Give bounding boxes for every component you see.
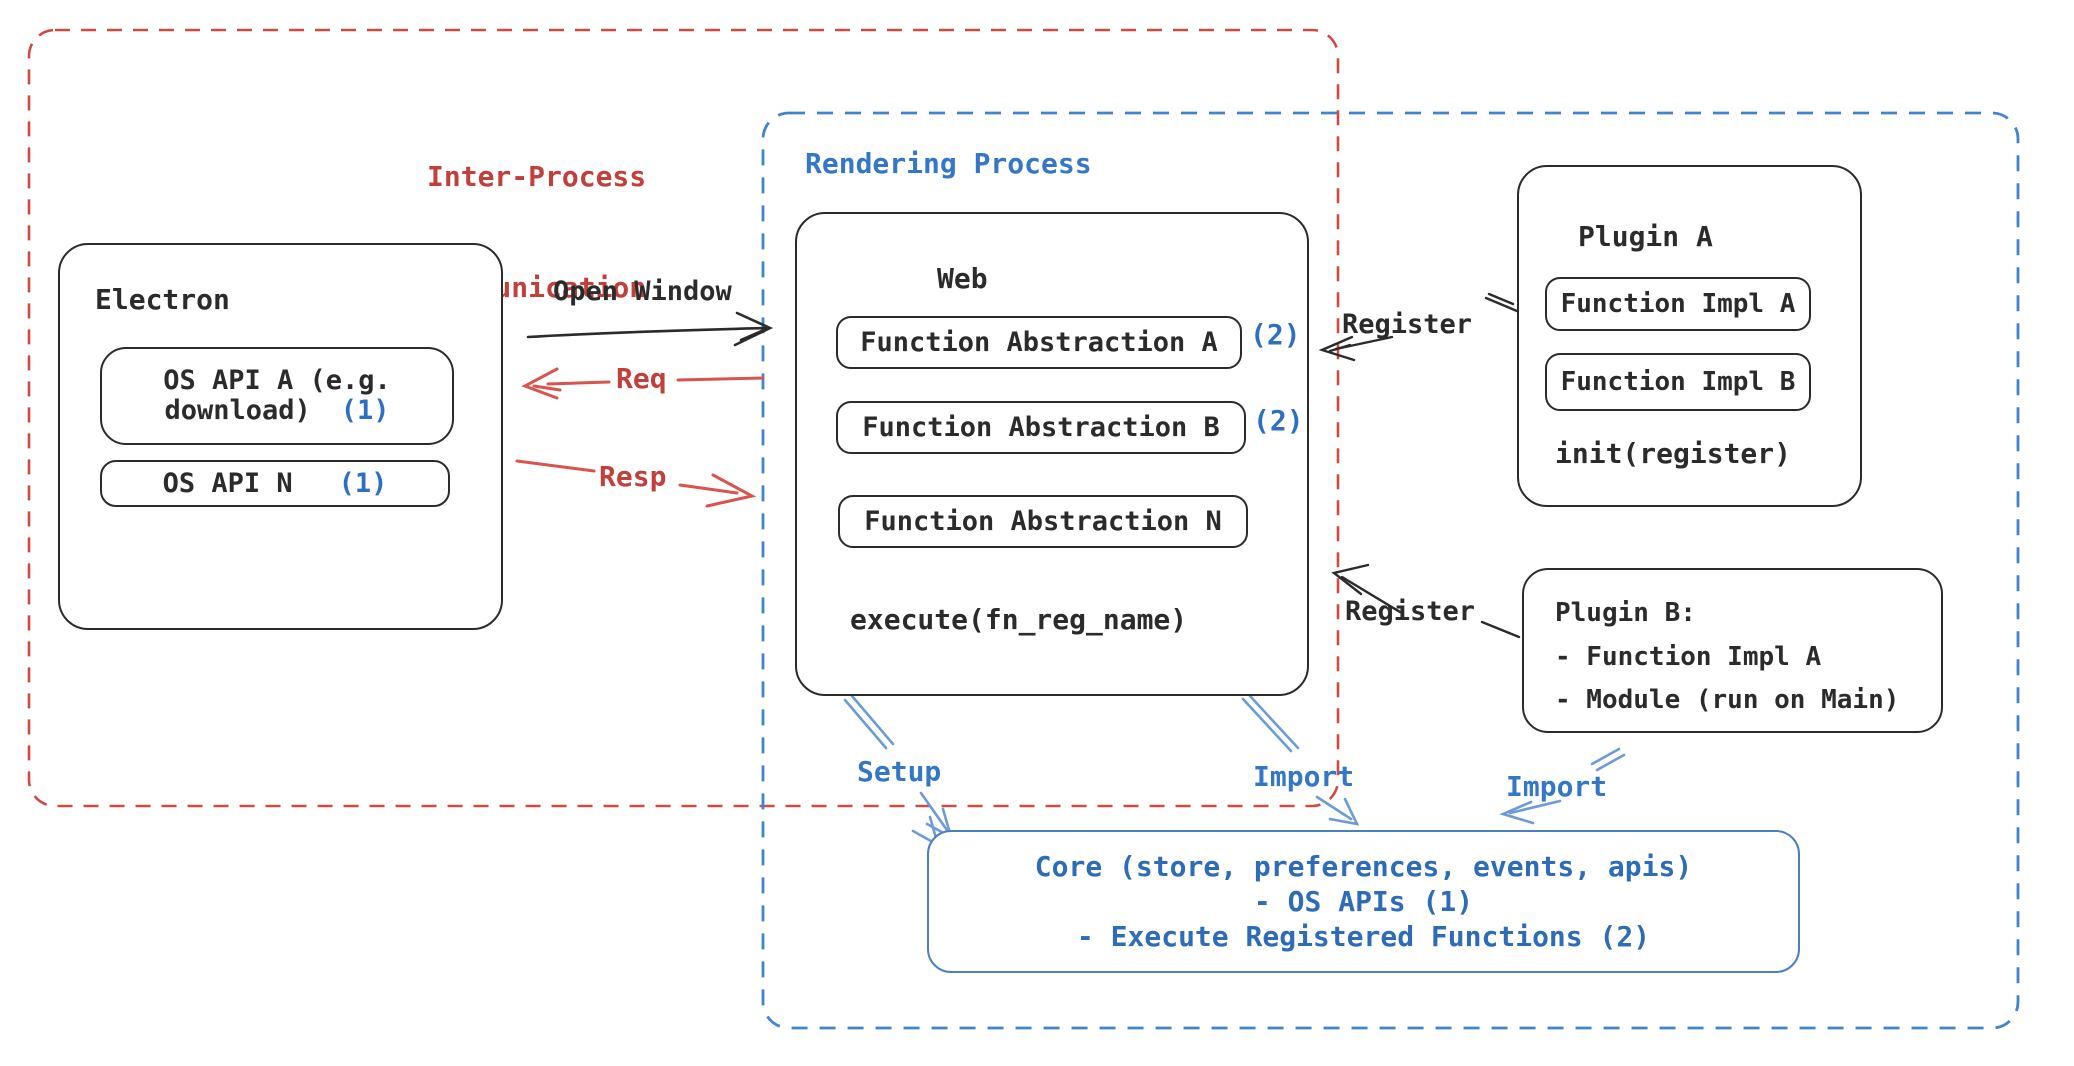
os-api-a-ref: (1) [340, 395, 390, 426]
electron-box: Electron OS API A (e.g. download)(1) OS … [58, 243, 503, 630]
os-api-a-line2: download)(1) [164, 395, 390, 426]
electron-title: Electron [95, 283, 230, 316]
function-impl-b-box: Function Impl B [1545, 353, 1811, 411]
import-web-label: Import [1253, 760, 1355, 793]
plugin-a-title: Plugin A [1578, 220, 1713, 253]
core-line3: - Execute Registered Functions (2) [1076, 920, 1651, 953]
core-line2: - OS APIs (1) [1253, 885, 1474, 918]
plugin-b-item-1: - Function Impl A [1555, 642, 1822, 672]
function-abstraction-n-label: Function Abstraction N [864, 506, 1222, 537]
os-api-a-line1: OS API A (e.g. [163, 365, 391, 396]
open-window-label: Open Window [553, 276, 732, 307]
os-api-n-ref: (1) [338, 468, 388, 499]
register-top-label: Register [1342, 309, 1473, 340]
core-box: Core (store, preferences, events, apis) … [927, 830, 1800, 973]
plugin-b-title: Plugin B: [1555, 598, 1696, 628]
os-api-n-box: OS API N (1) [100, 460, 450, 507]
function-impl-a-label: Function Impl A [1560, 289, 1796, 319]
plugin-b-box: Plugin B: - Function Impl A - Module (ru… [1522, 568, 1943, 733]
function-abstraction-b-box: Function Abstraction B [836, 401, 1246, 454]
abstraction-b-ref: (2) [1253, 404, 1304, 437]
import-plugin-label: Import [1506, 770, 1608, 803]
web-title: Web [937, 262, 988, 295]
function-abstraction-n-box: Function Abstraction N [838, 495, 1248, 548]
ipc-label-line1: Inter-Process [427, 160, 647, 193]
execute-label: execute(fn_reg_name) [850, 603, 1188, 636]
os-api-n-label: OS API N [162, 468, 293, 499]
function-abstraction-b-label: Function Abstraction B [862, 412, 1220, 443]
setup-label: Setup [857, 755, 942, 788]
plugin-a-box: Plugin A Function Impl A Function Impl B… [1517, 165, 1862, 507]
function-abstraction-a-box: Function Abstraction A [836, 316, 1242, 369]
function-impl-b-label: Function Impl B [1560, 367, 1796, 397]
os-api-a-box: OS API A (e.g. download)(1) [100, 347, 454, 445]
function-abstraction-a-label: Function Abstraction A [860, 327, 1218, 358]
plugin-b-item-2: - Module (run on Main) [1555, 685, 1900, 715]
abstraction-a-ref: (2) [1250, 318, 1301, 351]
core-line1: Core (store, preferences, events, apis) [1034, 850, 1693, 883]
resp-label: Resp [599, 460, 667, 493]
req-label: Req [616, 362, 667, 395]
rendering-process-label: Rendering Process [805, 147, 1092, 180]
register-bottom-label: Register [1345, 596, 1476, 627]
init-register-label: init(register) [1555, 437, 1792, 470]
function-impl-a-box: Function Impl A [1545, 277, 1811, 331]
web-box: Web Function Abstraction A Function Abst… [795, 212, 1309, 696]
